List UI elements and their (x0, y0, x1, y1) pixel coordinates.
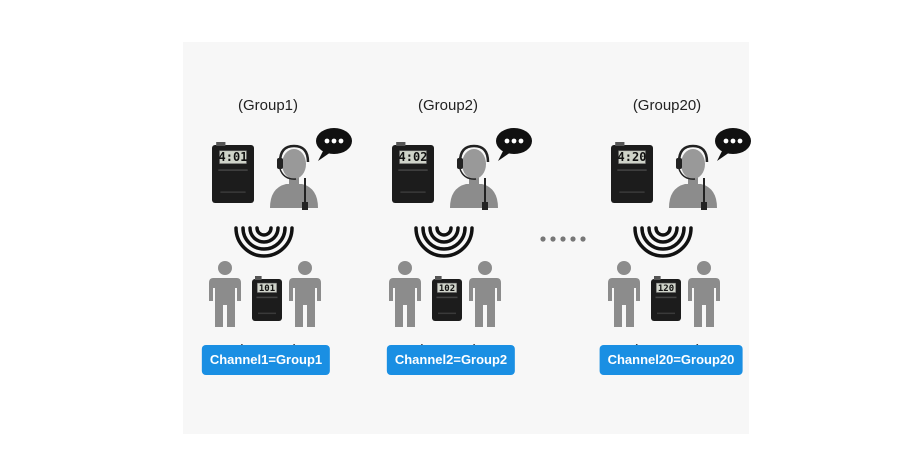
channel-badge-20: Channel20=Group20 (599, 345, 743, 375)
group-label-top: (Group2) (417, 97, 479, 114)
wireless-signal-icon (414, 226, 474, 258)
device-display: 4:01 (219, 150, 248, 164)
listener-icon (469, 261, 501, 327)
group-label-top: (Group20) (632, 97, 702, 114)
group-scene: 4:20 120 (608, 128, 751, 327)
speech-bubble-icon (316, 128, 352, 161)
wireless-signal-icon (633, 226, 693, 258)
guide-headset-icon (450, 144, 498, 210)
transmitter-icon: 4:01 (212, 142, 254, 203)
group-scene: 4:01 101 (209, 128, 352, 327)
listener-icon (608, 261, 640, 327)
device-display: 102 (439, 284, 455, 294)
receiver-icon: 101 (252, 276, 282, 321)
device-display: 120 (658, 284, 674, 294)
listener-icon (389, 261, 421, 327)
listener-icon (688, 261, 720, 327)
speech-bubble-icon (496, 128, 532, 161)
ellipsis-icon (540, 236, 586, 242)
guide-headset-icon (669, 144, 717, 210)
device-display: 101 (259, 284, 275, 294)
listener-icon (209, 261, 241, 327)
device-display: 4:02 (399, 150, 428, 164)
receiver-icon: 102 (432, 276, 462, 321)
receiver-icon: 120 (651, 276, 681, 321)
guide-headset-icon (270, 144, 318, 210)
group-scene: 4:02 102 (389, 128, 532, 327)
group-label-top: (Group1) (237, 97, 299, 114)
transmitter-icon: 4:02 (392, 142, 434, 203)
channel-badge-2: Channel2=Group2 (386, 345, 516, 375)
speech-bubble-icon (715, 128, 751, 161)
wireless-signal-icon (234, 226, 294, 258)
listener-icon (289, 261, 321, 327)
channel-badge-1: Channel1=Group1 (201, 345, 331, 375)
transmitter-icon: 4:20 (611, 142, 653, 203)
device-display: 4:20 (618, 150, 647, 164)
